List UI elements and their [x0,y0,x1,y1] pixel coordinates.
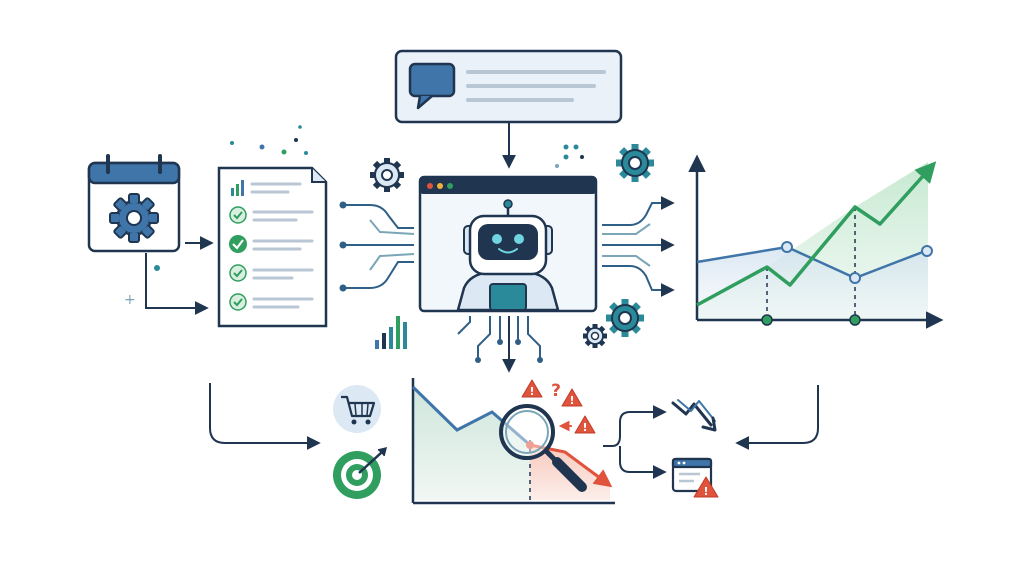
bar-chart-icon [375,316,407,349]
warning-icon: ! [521,379,543,398]
gear-icon [616,144,654,182]
series-blue-line [696,245,929,280]
browser-warning-icon: ! [671,457,719,498]
svg-text:+: + [124,292,136,308]
warning-glyph: ! [529,385,534,398]
decor-dots-right [555,144,584,168]
series-blue-point [921,245,933,257]
series-green-line [696,161,937,307]
magnifying-glass-icon [499,404,587,492]
svg-text:!: ! [703,485,708,498]
shopping-cart-icon [333,385,381,433]
chat-bubble-panel [394,49,623,124]
decline-series-line [411,385,531,447]
gear-icon [606,299,644,337]
gear-icon [370,158,404,192]
axis-marker-point [761,314,773,326]
bottom-left-connector [209,383,321,450]
chat-bubble-icon [408,62,456,110]
calendar-connector [145,236,214,315]
check-item [229,235,314,253]
robot-assistant-icon [456,199,560,312]
gear-icon [583,324,607,348]
down-circuit-lines [457,316,541,358]
check-item [229,293,314,311]
question-mark: ? [551,381,561,401]
fork-connector [603,405,667,479]
warning-icon: ! [574,415,596,434]
decor-dots-top [230,125,308,155]
series-blue-point [781,241,793,253]
warning-icon: ! [561,388,583,407]
input-circuit-lines [345,204,415,289]
bottom-right-connector [735,385,819,450]
target-arrow-icon [333,446,388,499]
circuit-nodes [475,339,543,363]
check-item [229,264,314,282]
calendar-gear-icon [87,154,181,253]
output-circuit-lines [602,196,675,297]
decor-dots-left: + [124,265,160,308]
trend-down-icon [671,399,717,432]
growth-chart [688,154,944,329]
checklist-document-icon [217,166,328,328]
check-item [229,206,314,224]
series-blue-point [849,272,861,284]
svg-text:!: ! [569,394,574,407]
circuit-nodes [339,201,347,292]
axis-marker-point [849,314,861,326]
mini-bar-chart-icon [231,180,244,196]
svg-text:!: ! [582,421,587,434]
